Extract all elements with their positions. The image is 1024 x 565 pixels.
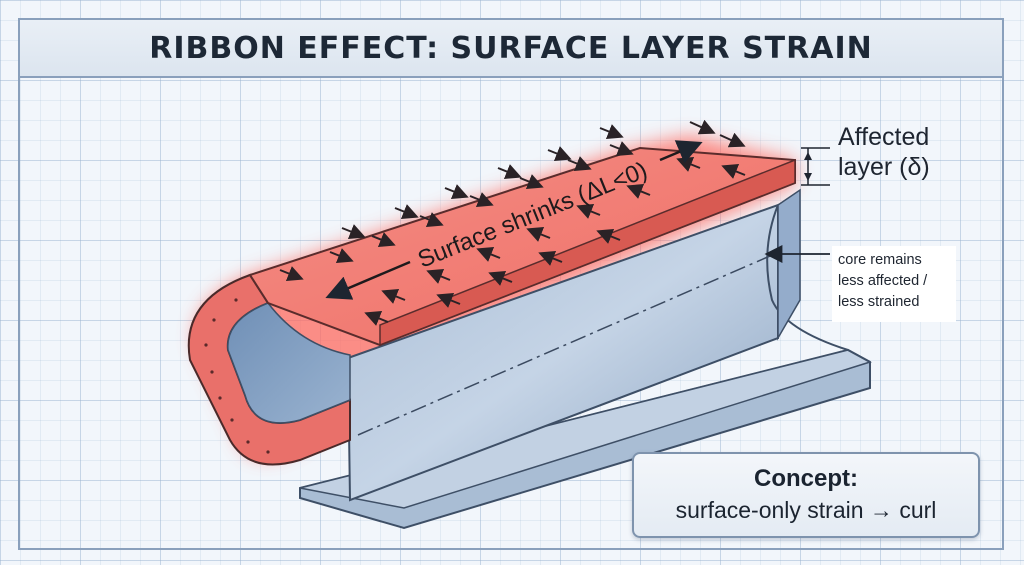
concept-box: Concept: surface-only strain → curl xyxy=(632,452,980,538)
concept-text: surface-only strain → curl xyxy=(675,497,937,523)
core-note-line-1: core remains xyxy=(838,252,922,268)
affected-layer-label: Affected layer (δ) xyxy=(838,123,930,181)
core-note-line-2: less affected / xyxy=(838,273,928,289)
surface-layer-edge xyxy=(379,158,796,347)
title-bar: RIBBON EFFECT: SURFACE LAYER STRAIN xyxy=(20,20,1002,78)
neutral-axis-line xyxy=(357,255,771,436)
shrink-arrow-left xyxy=(325,260,411,300)
strain-arrows xyxy=(279,119,746,326)
core-note-line-3: less strained xyxy=(838,294,920,310)
diagram-frame xyxy=(18,18,1004,550)
diagram-title: RIBBON EFFECT: SURFACE LAYER STRAIN xyxy=(149,30,873,66)
shrink-arrow-right xyxy=(659,140,703,164)
core-note-box: core remains less affected / less strain… xyxy=(832,246,956,322)
concept-title: Concept: xyxy=(754,465,858,492)
lip-cavity xyxy=(227,302,351,424)
